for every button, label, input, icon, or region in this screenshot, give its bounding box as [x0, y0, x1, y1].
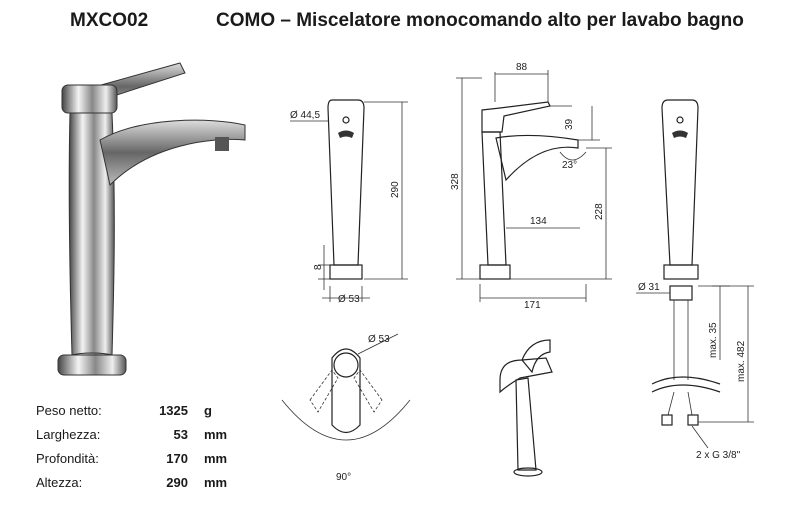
- product-code: MXCO02: [70, 10, 149, 31]
- technical-drawing: Ø 44,5 290 8 Ø 53 88 39 23° 328: [281, 62, 754, 483]
- side-view: 88 39 23° 328 228 134 171: [450, 62, 612, 311]
- spec-unit: mm: [204, 475, 228, 490]
- product-title: COMO – Miscelatore monocomando alto per …: [216, 10, 744, 31]
- dim-max-length: max. 482: [736, 340, 747, 382]
- spec-table: Peso netto: 1325 g Larghezza: 53 mm Prof…: [36, 403, 236, 499]
- faucet-photo: [57, 62, 246, 376]
- perspective-view: [499, 339, 553, 477]
- spec-row: Altezza: 290 mm: [36, 475, 236, 499]
- dim-angle: 23°: [562, 160, 577, 171]
- spec-value: 53: [173, 427, 188, 442]
- dim-spout-reach: 134: [530, 216, 547, 227]
- spec-unit: mm: [204, 451, 228, 466]
- dim-base-diameter: Ø 53: [338, 294, 360, 305]
- spec-row: Profondità: 170 mm: [36, 451, 236, 475]
- spec-unit: mm: [204, 427, 228, 442]
- dim-total-height: 328: [450, 173, 461, 190]
- back-view: Ø 31 max. 35 max. 482 2 x G 3/8": [636, 99, 754, 461]
- dim-hole-diameter: Ø 31: [638, 282, 660, 293]
- dim-rotation: 90°: [336, 472, 351, 483]
- spec-value: 1325: [159, 403, 188, 418]
- dim-lever-height: 39: [564, 118, 575, 130]
- spec-row: Larghezza: 53 mm: [36, 427, 236, 451]
- dim-max-thickness: max. 35: [708, 322, 719, 358]
- spec-label: Peso netto:: [36, 403, 102, 418]
- spec-value: 170: [166, 451, 188, 466]
- dim-connections: 2 x G 3/8": [696, 450, 741, 461]
- top-view: 90° Ø 53: [281, 333, 411, 483]
- spec-label: Larghezza:: [36, 427, 101, 442]
- spec-label: Profondità:: [36, 451, 99, 466]
- spec-unit: g: [204, 403, 212, 418]
- dim-depth: 171: [524, 300, 541, 311]
- dim-base-height: 8: [313, 264, 324, 270]
- dim-front-height: 290: [390, 181, 401, 198]
- dim-top-view-diameter: Ø 53: [368, 334, 390, 345]
- spec-label: Altezza:: [36, 475, 83, 490]
- front-view: Ø 44,5 290 8 Ø 53: [290, 99, 408, 305]
- spec-row: Peso netto: 1325 g: [36, 403, 236, 427]
- dim-spout-height: 228: [594, 203, 605, 220]
- dim-lever-width: 88: [516, 62, 528, 73]
- spec-value: 290: [166, 475, 188, 490]
- dim-top-diameter: Ø 44,5: [290, 110, 320, 121]
